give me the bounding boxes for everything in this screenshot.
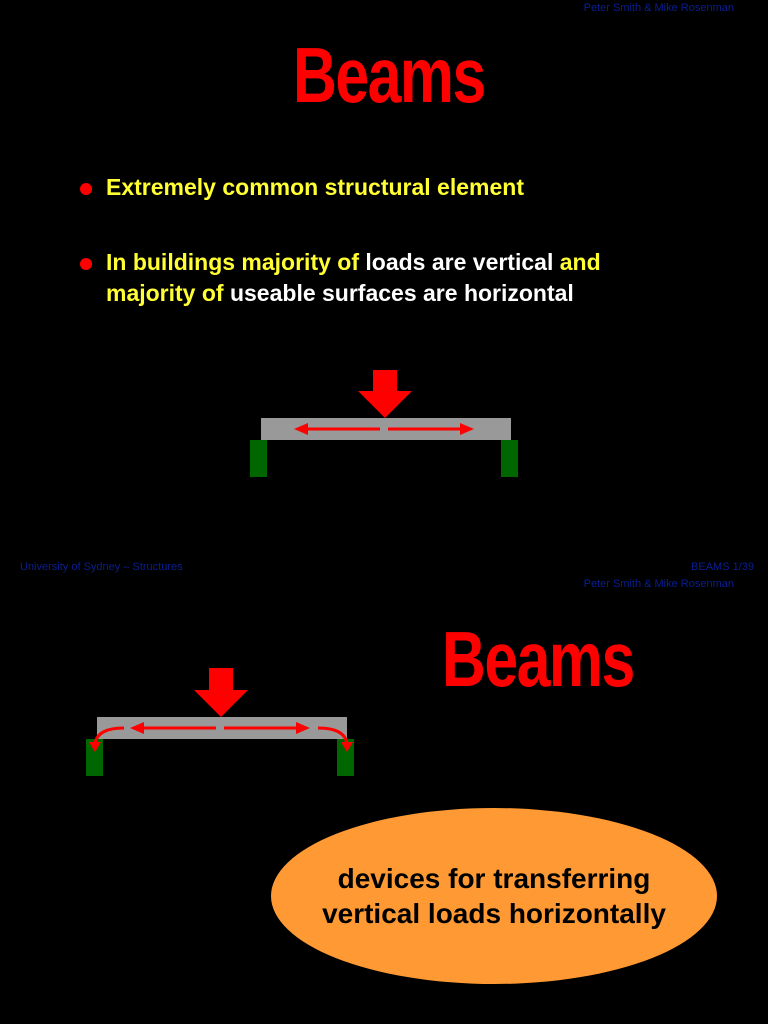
- author-credit: Peter Smith & Mike Rosenman: [583, 2, 734, 14]
- definition-line-1: devices for transferring: [337, 863, 651, 894]
- footer-course: University of Sydney – Structures: [20, 561, 183, 573]
- beam: [261, 418, 511, 440]
- reaction-arrowhead-icon: [89, 742, 101, 752]
- bullet-text-highlight: loads are vertical: [365, 249, 554, 275]
- bullet-dot-icon: [80, 183, 92, 195]
- bullet-text-part: Extremely common structural element: [106, 174, 524, 200]
- left-support: [86, 739, 103, 776]
- definition-text: devices for transferring vertical loads …: [322, 861, 666, 931]
- author-credit: Peter Smith & Mike Rosenman: [583, 578, 734, 590]
- slide-title: Beams: [293, 31, 486, 119]
- bullet-dot-icon: [80, 258, 92, 270]
- load-arrow-icon: [358, 370, 412, 418]
- right-support: [501, 440, 518, 477]
- bullet-text: In buildings majority of loads are verti…: [106, 247, 726, 309]
- bullet-text-part: and: [553, 249, 601, 275]
- beam: [97, 717, 347, 739]
- bullet-text-highlight: useable surfaces are horizontal: [229, 280, 574, 306]
- bullet-text-part: In buildings majority of: [106, 249, 366, 275]
- horizontal-force-arrow-icon: [294, 423, 474, 435]
- reaction-arrowhead-icon: [341, 742, 353, 752]
- beam-diagram-2: [86, 668, 354, 776]
- load-arrow-icon: [194, 668, 248, 717]
- slide-2: Peter Smith & Mike Rosenman Beams device…: [0, 576, 768, 1024]
- bullet-text: Extremely common structural element: [106, 172, 726, 203]
- footer-page: BEAMS 1/39: [691, 561, 754, 573]
- bullet-text-part: majority of: [106, 280, 230, 306]
- left-support: [250, 440, 267, 477]
- definition-line-2: vertical loads horizontally: [322, 898, 666, 929]
- beam-diagram-1: [250, 370, 518, 477]
- horizontal-force-arrow-icon: [130, 722, 310, 734]
- definition-oval: devices for transferring vertical loads …: [271, 808, 717, 984]
- slide-title: Beams: [442, 615, 635, 703]
- slide-1: Peter Smith & Mike Rosenman Beams Extrem…: [20, 2, 754, 573]
- right-support: [337, 739, 354, 776]
- reaction-arrow-icon: [93, 726, 349, 745]
